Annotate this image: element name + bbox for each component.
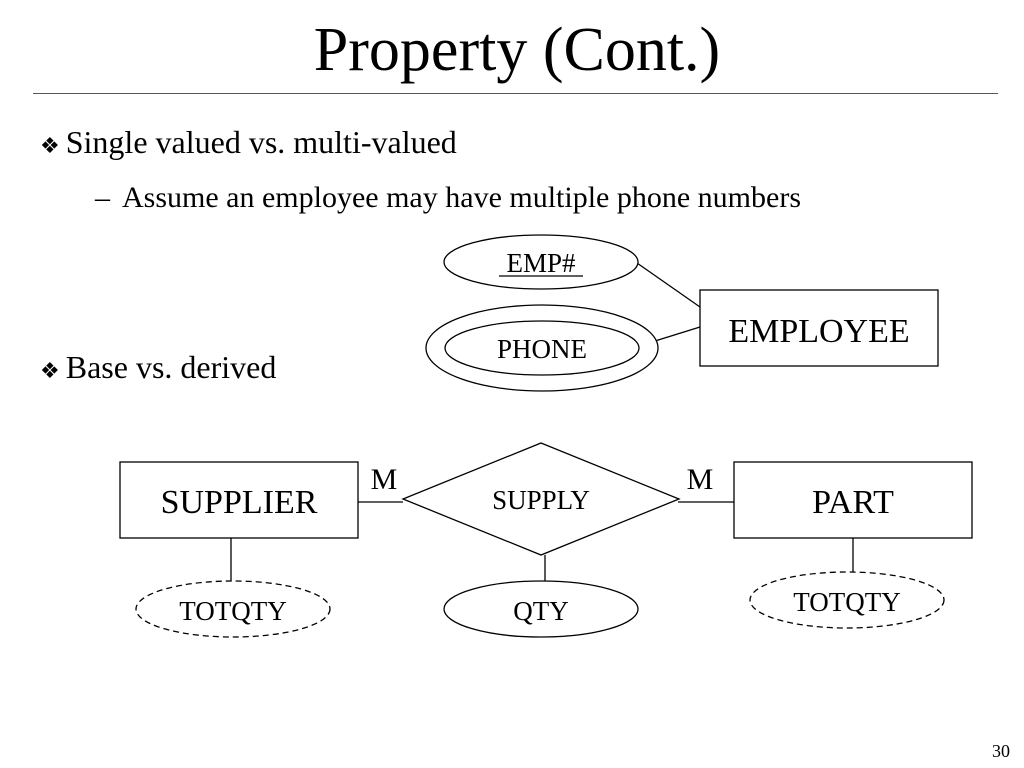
- emp-key-label: EMP#: [506, 248, 576, 278]
- supplier-totqty-derived-attribute: TOTQTY: [135, 580, 331, 638]
- phone-label: PHONE: [497, 334, 587, 364]
- bullet-text: Base vs. derived: [65, 349, 277, 385]
- part-totqty-label: TOTQTY: [793, 587, 901, 617]
- sub-bullet-phone-assumption: –Assume an employee may have multiple ph…: [95, 180, 801, 216]
- bullet-text: Single valued vs. multi-valued: [65, 124, 457, 160]
- bullet-base-vs-derived: ❖Base vs. derived: [40, 348, 276, 391]
- title-divider: [33, 93, 998, 94]
- supplier-entity: SUPPLIER: [119, 461, 359, 539]
- page-number: 30: [992, 741, 1010, 761]
- bullet-single-vs-multi: ❖Single valued vs. multi-valued: [40, 123, 457, 166]
- sub-bullet-text: Assume an employee may have multiple pho…: [122, 181, 801, 214]
- diamond-bullet-icon: ❖: [40, 134, 60, 159]
- supplier-label: SUPPLIER: [161, 484, 318, 521]
- employee-entity: EMPLOYEE: [699, 289, 939, 367]
- phone-connector: [654, 326, 701, 342]
- phone-multivalued-attribute: PHONE: [425, 304, 659, 392]
- dash-bullet: –: [95, 181, 110, 214]
- supply-relationship: SUPPLY: [401, 442, 681, 556]
- part-entity: PART: [733, 461, 973, 539]
- supply-label: SUPPLY: [492, 485, 590, 515]
- slide-title: Property (Cont.): [313, 16, 721, 84]
- supplier-totqty-label: TOTQTY: [179, 596, 287, 626]
- emp-key-attribute: EMP#: [443, 234, 639, 290]
- qty-label: QTY: [513, 596, 569, 626]
- part-totqty-derived-attribute: TOTQTY: [749, 571, 945, 629]
- supplier-cardinality: M: [371, 463, 398, 496]
- qty-attribute: QTY: [443, 580, 639, 638]
- employee-label: EMPLOYEE: [728, 313, 909, 350]
- emp-key-connector: [636, 262, 701, 308]
- part-label: PART: [812, 484, 894, 521]
- phone-inner-ellipse: [444, 320, 640, 376]
- part-cardinality: M: [687, 463, 714, 496]
- diamond-bullet-icon: ❖: [40, 359, 60, 384]
